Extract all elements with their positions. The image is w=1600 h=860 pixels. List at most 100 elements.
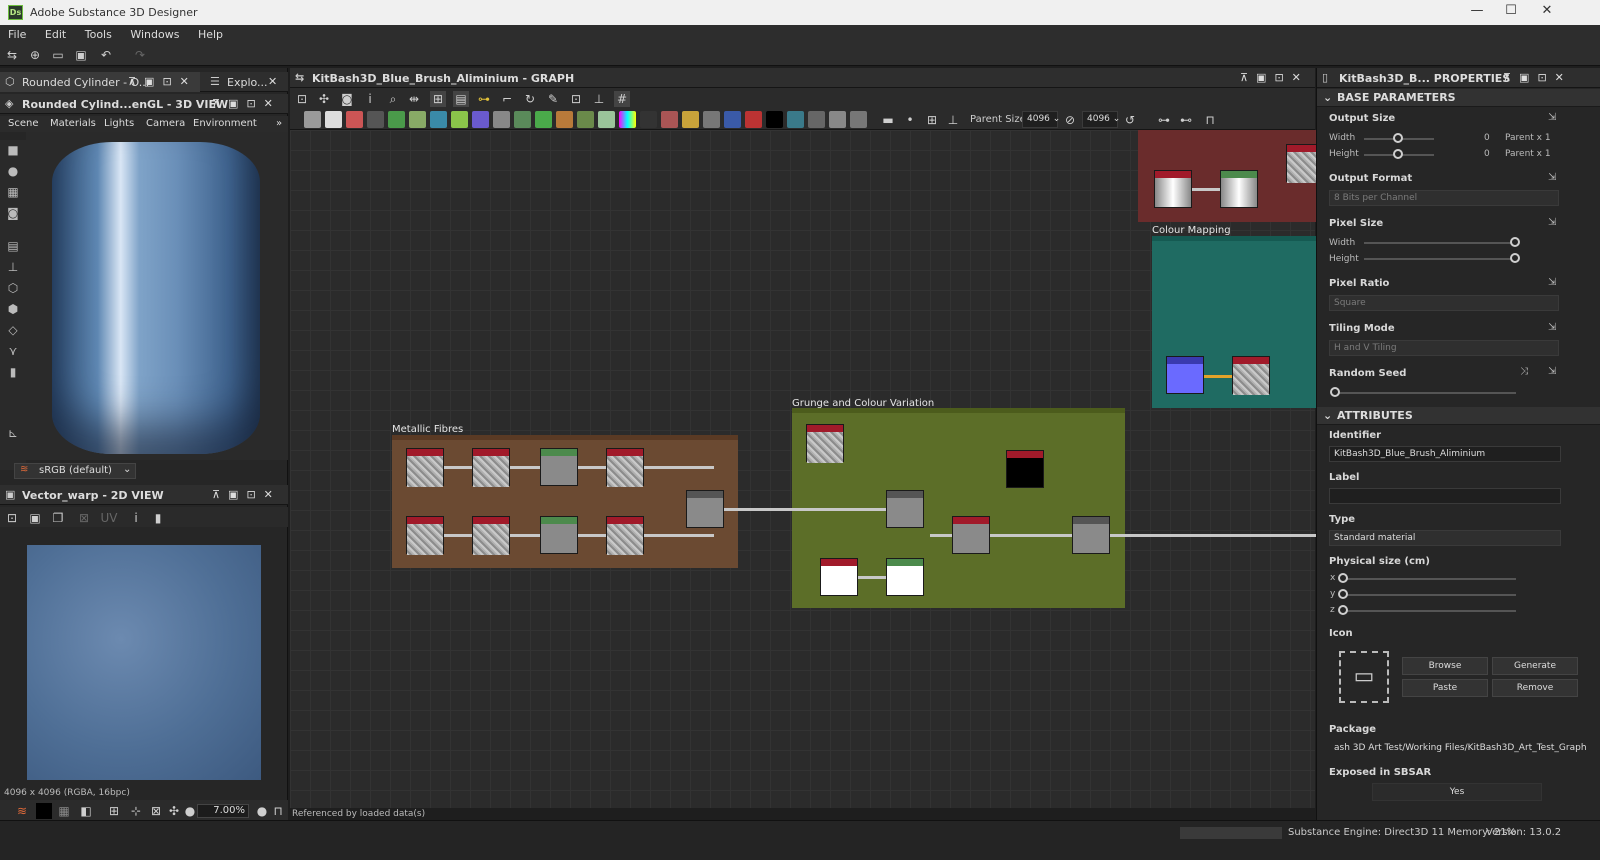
open-icon[interactable]: ▭ xyxy=(52,48,64,62)
zoom-slider-knob[interactable]: ● xyxy=(184,804,196,818)
paste-button[interactable]: Paste xyxy=(1402,679,1488,697)
gradient-node-icon[interactable] xyxy=(388,111,405,128)
node-warp[interactable] xyxy=(606,448,644,487)
fxmap-node-icon[interactable] xyxy=(556,111,573,128)
menu-materials[interactable]: Materials xyxy=(50,118,96,129)
browse-button[interactable]: Browse xyxy=(1402,657,1488,675)
crop-icon[interactable]: ⊹ xyxy=(130,804,142,818)
zoom-reset-icon[interactable]: ● xyxy=(256,804,268,818)
layers-icon[interactable]: ◇ xyxy=(8,323,18,337)
tab-controls[interactable]: ⊼▣⊡✕ xyxy=(128,75,197,88)
emboss-node-icon[interactable] xyxy=(661,111,678,128)
table-icon[interactable]: ▤ xyxy=(453,91,469,107)
exposed-toggle[interactable]: Yes xyxy=(1372,783,1542,801)
node-shape[interactable] xyxy=(820,558,858,596)
parent-size-height[interactable]: 4096 ⌄ xyxy=(1082,111,1120,128)
key-icon[interactable]: ⊶ xyxy=(478,92,490,106)
copy-icon[interactable]: ❐ xyxy=(52,511,64,525)
close-window-button[interactable]: ✕ xyxy=(1541,3,1553,18)
phys-y-slider[interactable] xyxy=(1344,594,1516,596)
svg-node-icon[interactable] xyxy=(724,111,741,128)
menu-lights[interactable]: Lights xyxy=(104,118,135,129)
grid-snap-icon[interactable]: # xyxy=(614,91,630,107)
pixel-width-knob[interactable] xyxy=(1510,237,1520,247)
levels-node-icon[interactable] xyxy=(493,111,510,128)
phys-y-knob[interactable] xyxy=(1338,589,1348,599)
phys-x-knob[interactable] xyxy=(1338,573,1348,583)
node-blend-3[interactable] xyxy=(1072,516,1110,554)
node-auto-levels[interactable] xyxy=(472,448,510,487)
pixel-ratio-field[interactable]: Square xyxy=(1329,295,1559,311)
folder-icon[interactable]: ▭ xyxy=(1339,651,1389,703)
menu-file[interactable]: File xyxy=(8,28,27,41)
info-icon[interactable]: i xyxy=(368,92,372,106)
graph-controls[interactable]: ⊼▣⊡✕ xyxy=(1240,71,1309,84)
node-directional-noise-2[interactable] xyxy=(406,516,444,555)
node-vector-warp[interactable] xyxy=(952,516,990,554)
parent-size-width[interactable]: 4096 ⌄ xyxy=(1022,111,1060,128)
output-width-knob[interactable] xyxy=(1393,133,1403,143)
screenshot-icon[interactable]: ◙ xyxy=(341,92,353,106)
pan-icon[interactable]: ✣ xyxy=(318,92,330,106)
properties-controls[interactable]: ⊼▣⊡✕ xyxy=(1503,71,1572,84)
tiling-mode-field[interactable]: H and V Tiling xyxy=(1329,340,1559,356)
pixel-width-slider[interactable] xyxy=(1364,242,1514,244)
frame-icon[interactable]: ⊡ xyxy=(570,92,582,106)
lock-icon[interactable]: ⊓ xyxy=(273,804,283,818)
redo-icon[interactable]: ↷ xyxy=(134,48,146,62)
close-explorer-icon[interactable]: ✕ xyxy=(268,75,286,88)
node-grunge-map[interactable] xyxy=(806,424,844,463)
node-gradient-map-2[interactable] xyxy=(1220,170,1258,208)
menu-scene[interactable]: Scene xyxy=(8,118,39,129)
camera-icon[interactable]: ■ xyxy=(7,143,19,157)
identifier-field[interactable]: KitBash3D_Blue_Brush_Aliminium xyxy=(1329,446,1561,462)
shuffle-node-icon[interactable] xyxy=(367,111,384,128)
node-warp-2[interactable] xyxy=(606,516,644,555)
curve-node-icon[interactable] xyxy=(535,111,552,128)
more-icon[interactable]: » xyxy=(276,118,283,129)
menu-environment[interactable]: Environment xyxy=(193,118,257,129)
screenshot-icon[interactable]: ◙ xyxy=(7,206,19,220)
pin-node-icon[interactable] xyxy=(850,111,867,128)
bitmap-node-icon[interactable] xyxy=(304,111,321,128)
color-node-icon[interactable] xyxy=(619,111,636,128)
connect-icon[interactable]: ⌐ xyxy=(501,92,513,106)
node-blend-2[interactable] xyxy=(886,490,924,528)
align-v-icon[interactable]: ⊷ xyxy=(1180,113,1192,127)
node-gradient-map[interactable] xyxy=(886,558,924,596)
tab-rounded-cylinder[interactable]: ⬡ Rounded Cylinder - O... xyxy=(0,72,200,92)
undo-icon[interactable]: ↶ xyxy=(100,48,112,62)
output-format-field[interactable]: 8 Bits per Channel xyxy=(1329,190,1559,206)
blur-node-icon[interactable] xyxy=(472,111,489,128)
pixel-node-icon[interactable] xyxy=(577,111,594,128)
node-grunge-colour[interactable] xyxy=(1232,356,1270,395)
link-param-icon[interactable]: ⇲ xyxy=(1548,172,1557,183)
gizmo-icon[interactable]: ⋎ xyxy=(8,344,18,358)
safe-transform-icon[interactable] xyxy=(787,111,804,128)
graph-canvas[interactable]: Metallic Fibres Grunge and Colour Variat… xyxy=(290,130,1324,808)
link-param-icon[interactable]: ⇲ xyxy=(1548,277,1557,288)
dot-icon[interactable]: • xyxy=(906,113,914,127)
comment-icon[interactable]: ▬ xyxy=(882,113,894,127)
pixel-height-knob[interactable] xyxy=(1510,253,1520,263)
menu-edit[interactable]: Edit xyxy=(44,28,67,41)
comment-node-icon[interactable] xyxy=(808,111,825,128)
section-base-parameters[interactable]: ⌄BASE PARAMETERS xyxy=(1317,89,1600,107)
view2d-controls[interactable]: ⊼▣⊡✕ xyxy=(212,488,281,501)
info-icon[interactable]: i xyxy=(134,511,138,525)
output-node-icon[interactable] xyxy=(745,111,762,128)
output-height-knob[interactable] xyxy=(1393,149,1403,159)
input-node-icon[interactable] xyxy=(766,111,783,128)
warp-node-icon[interactable] xyxy=(430,111,447,128)
frame-node-icon[interactable] xyxy=(829,111,846,128)
dynamic-node-icon[interactable] xyxy=(682,111,699,128)
uniform-node-icon[interactable] xyxy=(325,111,342,128)
align-h-icon[interactable]: ⊶ xyxy=(1158,113,1170,127)
refresh-icon[interactable]: ↻ xyxy=(524,92,536,106)
save-image-icon[interactable]: ▣ xyxy=(29,511,41,525)
transform-node-icon[interactable] xyxy=(409,111,426,128)
menu-tools[interactable]: Tools xyxy=(84,28,112,41)
channels-icon[interactable]: ≋ xyxy=(16,804,28,818)
tab-explorer[interactable]: ☰ Explo... xyxy=(210,75,268,89)
menu-help[interactable]: Help xyxy=(197,28,224,41)
